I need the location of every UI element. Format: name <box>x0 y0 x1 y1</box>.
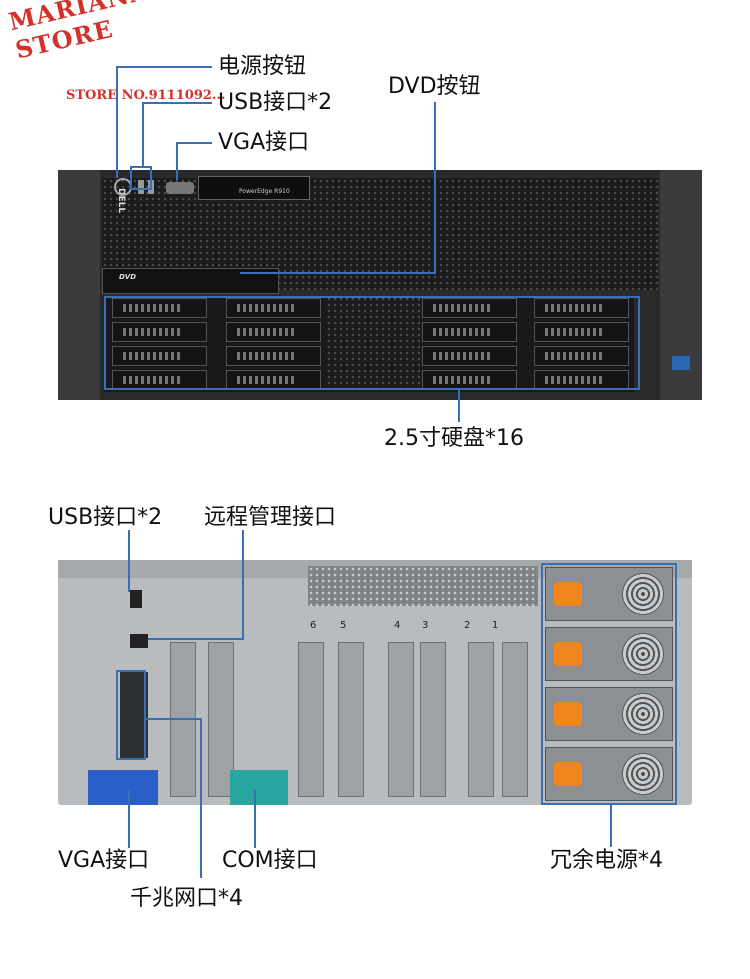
hdd-bay[interactable] <box>534 322 629 342</box>
fan-icon <box>622 573 664 615</box>
dvd-drive: DVD <box>102 268 279 294</box>
remote-mgmt-port[interactable] <box>130 634 148 648</box>
rear-usb-port[interactable] <box>130 590 142 608</box>
pcie-slot[interactable] <box>298 642 324 797</box>
com-port[interactable] <box>230 770 288 805</box>
store-number-watermark: STORE NO.9111092... <box>66 88 226 103</box>
pcie-slot[interactable] <box>502 642 528 797</box>
fan-icon <box>622 633 664 675</box>
server-front-panel: DELL PowerEdge R910 DVD <box>58 170 702 400</box>
hdd-bay[interactable] <box>226 322 321 342</box>
hdd-bay[interactable] <box>226 346 321 366</box>
hdd-bay[interactable] <box>112 298 207 318</box>
hdd-bay[interactable] <box>534 298 629 318</box>
vga-front-label: VGA接口 <box>218 130 310 155</box>
model-label: PowerEdge R910 <box>239 188 290 195</box>
hdd-bay[interactable] <box>112 346 207 366</box>
power-supply[interactable] <box>545 687 673 741</box>
hdd-bay-area <box>104 296 634 392</box>
power-plug-icon <box>554 642 582 666</box>
hdd-bay[interactable] <box>226 298 321 318</box>
power-button-label: 电源按钮 <box>218 54 307 79</box>
intel-badge-icon <box>672 356 690 370</box>
vga-port-icon <box>166 182 194 194</box>
hdd-label: 2.5寸硬盘*16 <box>384 426 524 451</box>
usb-port-icon <box>138 180 144 194</box>
hdd-bay[interactable] <box>422 346 517 366</box>
hdd-bay[interactable] <box>534 346 629 366</box>
network-highlight-box <box>116 670 146 760</box>
usb-rear-label: USB接口*2 <box>48 505 163 530</box>
power-supply[interactable] <box>545 567 673 621</box>
pcie-slot[interactable] <box>208 642 234 797</box>
dvd-logo: DVD <box>119 273 137 281</box>
hdd-highlight-box <box>104 296 640 390</box>
left-rack-ear <box>58 170 100 400</box>
pcie-slot[interactable] <box>468 642 494 797</box>
power-supply[interactable] <box>545 747 673 801</box>
front-lcd-panel: PowerEdge R910 <box>198 176 310 200</box>
power-plug-icon <box>554 762 582 786</box>
slot-number-row: 6 5 4 3 2 1 <box>310 620 499 631</box>
fan-icon <box>622 753 664 795</box>
pcie-slot[interactable] <box>420 642 446 797</box>
dvd-button-label: DVD按钮 <box>388 74 481 99</box>
rear-vent-mesh <box>308 566 538 606</box>
psu-label: 冗余电源*4 <box>550 848 663 873</box>
hdd-bay[interactable] <box>422 322 517 342</box>
remote-mgmt-label: 远程管理接口 <box>204 505 337 530</box>
vga-port[interactable] <box>88 770 158 805</box>
power-plug-icon <box>554 582 582 606</box>
com-label: COM接口 <box>222 848 318 873</box>
pcie-slot[interactable] <box>388 642 414 797</box>
gigabit-label: 千兆网口*4 <box>130 886 243 911</box>
hdd-bay[interactable] <box>112 322 207 342</box>
usb-highlight-box <box>130 166 152 190</box>
power-plug-icon <box>554 702 582 726</box>
pcie-slot[interactable] <box>338 642 364 797</box>
power-supply[interactable] <box>545 627 673 681</box>
gigabit-ports[interactable] <box>120 672 148 758</box>
dell-logo: DELL <box>116 188 126 214</box>
fan-icon <box>622 693 664 735</box>
psu-highlight-box <box>541 563 677 805</box>
usb-front-label: USB接口*2 <box>218 90 333 115</box>
hdd-bay[interactable] <box>422 298 517 318</box>
vga-rear-label: VGA接口 <box>58 848 150 873</box>
